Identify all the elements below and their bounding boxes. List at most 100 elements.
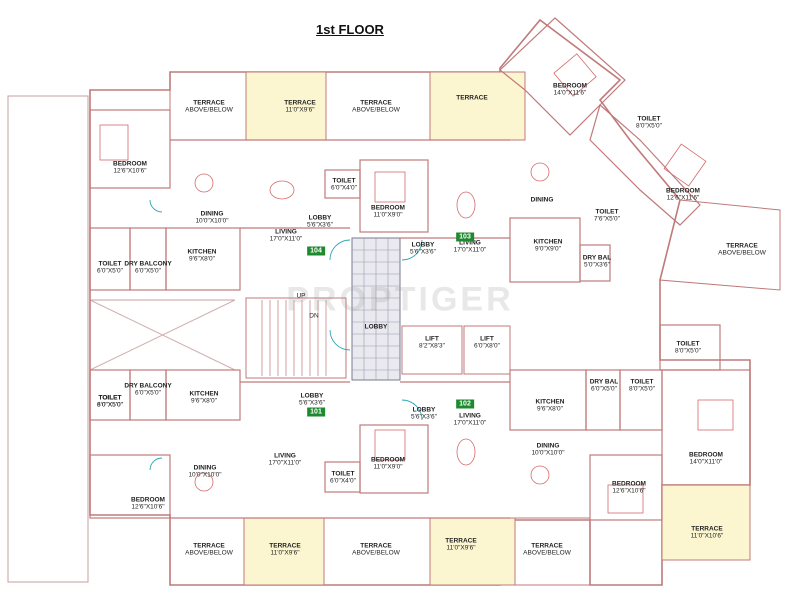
room-dimension: 9'6"X8'0" <box>191 398 217 405</box>
room-dimension: 14'0"X11'0" <box>689 459 723 466</box>
room-dimension: ABOVE/BELOW <box>718 250 766 257</box>
room-dimension: ABOVE/BELOW <box>185 550 233 557</box>
unit-number-badge: 101 <box>307 407 325 417</box>
room-dimension: 11'0"X9'6" <box>285 107 315 114</box>
room-dimension: 10'0"X10'0" <box>531 450 565 457</box>
room-name: DINING <box>530 196 554 204</box>
room-dimension: ABOVE/BELOW <box>352 550 400 557</box>
room-dimension: 6'0"X8'0" <box>474 343 500 350</box>
room-dimension: 17'0"X11'0" <box>269 236 303 243</box>
room-dimension: 7'6"X5'0" <box>594 216 620 223</box>
plan-title: 1st FLOOR <box>316 22 384 37</box>
room-dimension: 8'0"X5'0" <box>636 123 662 130</box>
room-name: LIFT <box>480 335 494 343</box>
room-name: DINING <box>536 442 560 450</box>
room-name: TOILET <box>676 340 700 348</box>
room-dimension: 11'0"X9'6" <box>270 550 300 557</box>
room-dimension: 11'0"X9'0" <box>373 464 403 471</box>
stair-direction-label: UP <box>296 292 306 300</box>
room-dimension: 6'0"X5'0" <box>97 402 123 409</box>
room-dimension: 6'0"X4'0" <box>330 478 356 485</box>
room-name: TERRACE <box>193 99 225 107</box>
room-dimension: 10'0"X10'0" <box>195 218 229 225</box>
room-dimension: 5'6"X3'6" <box>410 249 436 256</box>
room-name: DINING <box>200 210 224 218</box>
room-dimension: 6'0"X5'0" <box>591 386 617 393</box>
room-name: KITCHEN <box>533 238 563 246</box>
watermark: PROPTIGER <box>286 280 514 319</box>
room-name: TOILET <box>98 394 122 402</box>
room-dimension: 5'6"X3'6" <box>299 400 325 407</box>
room-name: LIFT <box>425 335 439 343</box>
stair-direction-label: DN <box>309 312 319 320</box>
room-name: BEDROOM <box>371 456 405 464</box>
room-dimension: 12'6"X10'6" <box>131 504 165 511</box>
room-name: KITCHEN <box>187 248 217 256</box>
room-dimension: 5'0"X3'6" <box>584 262 610 269</box>
room-dimension: ABOVE/BELOW <box>185 107 233 114</box>
room-name: TOILET <box>331 470 355 478</box>
room-name: BEDROOM <box>689 451 723 459</box>
room-dimension: 9'0"X9'0" <box>535 246 561 253</box>
room-dimension: 6'0"X5'0" <box>135 390 161 397</box>
room-dimension: 14'0"X11'6" <box>553 90 587 97</box>
unit-number-badge: 104 <box>307 246 325 256</box>
room-label: DINING <box>531 196 554 203</box>
room-name: TOILET <box>332 177 356 185</box>
room-dimension: 8'0"X5'0" <box>629 386 655 393</box>
room-name: DRY BAL <box>589 378 619 386</box>
room-name: LOBBY <box>364 323 388 331</box>
room-name: LIVING <box>459 412 481 420</box>
room-name: TERRACE <box>726 242 758 250</box>
unit-number-badge: 102 <box>456 399 474 409</box>
room-name: LIVING <box>274 452 296 460</box>
room-dimension: ABOVE/BELOW <box>523 550 571 557</box>
room-dimension: 12'6"X11'6" <box>666 195 700 202</box>
room-name: DRY BALCONY <box>124 382 172 390</box>
room-name: TOILET <box>630 378 654 386</box>
room-name: DINING <box>193 464 217 472</box>
room-name: TERRACE <box>284 99 316 107</box>
room-dimension: 6'0"X4'0" <box>331 185 357 192</box>
room-dimension: 6'0"X5'0" <box>135 268 161 275</box>
room-name: TERRACE <box>360 542 392 550</box>
room-name: BEDROOM <box>113 160 147 168</box>
room-name: LOBBY <box>300 392 324 400</box>
room-name: KITCHEN <box>189 390 219 398</box>
room-dimension: 17'0"X11'0" <box>453 420 487 427</box>
room-name: TOILET <box>637 115 661 123</box>
room-dimension: 8'0"X5'0" <box>675 348 701 355</box>
room-dimension: 10'0"X10'0" <box>188 472 222 479</box>
room-dimension: 12'6"X10'6" <box>612 488 646 495</box>
room-dimension: 9'6"X8'0" <box>189 256 215 263</box>
room-dimension: 17'0"X11'0" <box>268 460 302 467</box>
